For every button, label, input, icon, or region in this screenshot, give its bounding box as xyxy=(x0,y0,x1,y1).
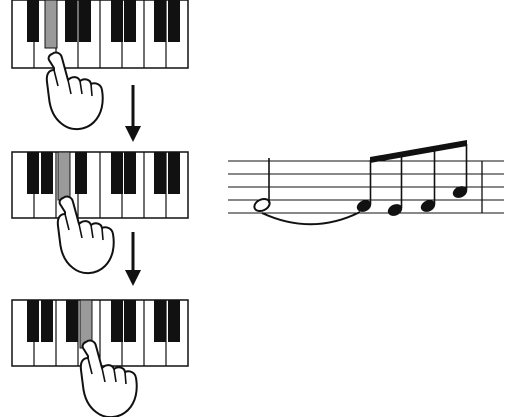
black-key-2-pressed xyxy=(44,0,58,49)
pointing-hand-icon xyxy=(45,51,104,130)
down-arrow-icon xyxy=(125,232,141,286)
beam xyxy=(370,140,467,163)
eighth-note xyxy=(387,155,403,216)
keyboard-step-3 xyxy=(11,299,189,367)
black-key-2-pressed xyxy=(57,151,71,201)
tie-curve xyxy=(261,211,361,226)
pointing-hand-icon xyxy=(79,339,138,417)
eighth-note xyxy=(356,160,372,212)
pointing-hand-icon xyxy=(56,195,115,274)
eighth-note xyxy=(420,149,436,212)
music-staff xyxy=(228,140,504,226)
keyboard-step-2 xyxy=(11,151,189,219)
down-arrow-icon xyxy=(125,85,141,142)
keyboard-step-1 xyxy=(11,0,189,69)
half-note xyxy=(253,158,271,213)
eighth-note xyxy=(452,144,468,198)
